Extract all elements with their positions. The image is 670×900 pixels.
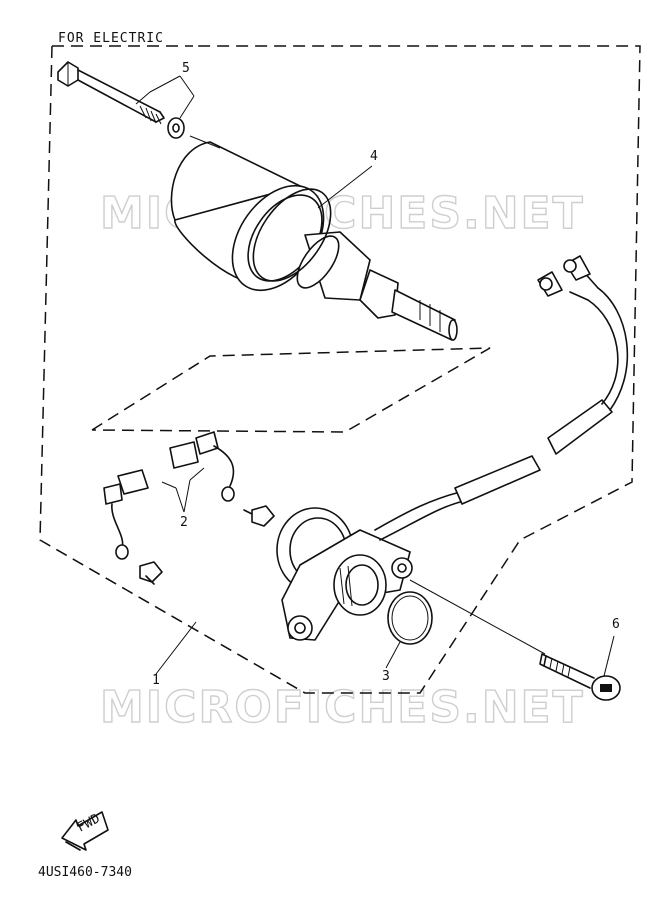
leader-6: [603, 635, 615, 677]
fwd-arrow-icon: FWD: [61, 811, 109, 851]
brush-screw-left: [139, 561, 163, 585]
brush-screw-right: [243, 505, 275, 527]
brush-plane-outline: [91, 347, 491, 433]
brush-right: [169, 431, 235, 502]
drawing-number: 4USI460-7340: [38, 865, 132, 880]
o-ring: [387, 591, 433, 645]
callout-5: 5: [182, 61, 190, 76]
callout-1: 1: [152, 673, 160, 688]
mounting-bolt: [539, 653, 621, 701]
starter-motor: [170, 141, 458, 341]
end-cover: [276, 507, 413, 641]
leader-1: [155, 621, 197, 675]
assembly-boundary: [39, 45, 641, 694]
watermark-bottom: MICROFICHES.NET: [100, 682, 585, 733]
diagram-title: FOR ELECTRIC: [58, 31, 164, 46]
washer: [167, 117, 185, 139]
motor-o-ring: [252, 188, 332, 282]
callout-3: 3: [382, 669, 390, 684]
brush-left: [103, 469, 149, 560]
alignment-line-housing: [409, 579, 546, 655]
callout-4: 4: [370, 149, 378, 164]
leader-4: [317, 165, 373, 209]
leader-2: [161, 467, 205, 513]
o-ring-inner: [391, 595, 429, 641]
alignment-line-bolt: [189, 135, 221, 149]
callout-6: 6: [612, 617, 620, 632]
through-bolt: [57, 61, 165, 125]
callout-2: 2: [180, 515, 188, 530]
lead-wire-harness: [374, 255, 629, 541]
leader-5: [135, 75, 195, 119]
leader-3: [385, 641, 401, 669]
